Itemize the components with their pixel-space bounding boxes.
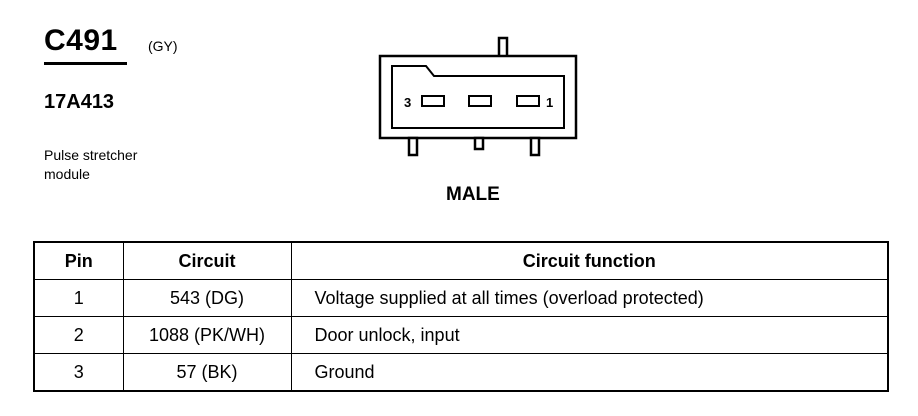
cell-pin: 3 — [33, 353, 124, 392]
connector-gender-label: MALE — [446, 184, 500, 205]
table-row: 2 1088 (PK/WH) Door unlock, input — [33, 316, 889, 354]
pin-terminal-1 — [516, 95, 540, 107]
bottom-leg-middle — [473, 136, 485, 151]
header-circuit: Circuit — [122, 241, 292, 280]
cell-circuit-function: Door unlock, input — [290, 316, 889, 354]
connector-color-code: (GY) — [148, 38, 178, 54]
pin-circuit-table: Pin Circuit Circuit function 1 543 (DG) … — [33, 241, 889, 392]
pin-terminal-2 — [468, 95, 492, 107]
cell-circuit: 1088 (PK/WH) — [122, 316, 292, 354]
component-description: Pulse stretcher module — [44, 146, 204, 184]
part-number: 17A413 — [44, 91, 115, 113]
cell-pin: 2 — [33, 316, 124, 354]
table-row: 3 57 (BK) Ground — [33, 353, 889, 392]
cell-circuit: 57 (BK) — [122, 353, 292, 392]
cell-pin: 1 — [33, 279, 124, 317]
pin-label-left: 3 — [404, 95, 411, 110]
connector-face-diagram: 3 1 — [378, 36, 578, 157]
header-circuit-function: Circuit function — [290, 241, 889, 280]
bottom-leg-right — [529, 136, 541, 157]
pin-terminal-3 — [421, 95, 445, 107]
cell-circuit: 543 (DG) — [122, 279, 292, 317]
table-header-row: Pin Circuit Circuit function — [33, 241, 889, 280]
connector-id: C491 — [44, 24, 118, 57]
pin-label-right: 1 — [546, 95, 553, 110]
header-pin: Pin — [33, 241, 124, 280]
cell-circuit-function: Voltage supplied at all times (overload … — [290, 279, 889, 317]
bottom-leg-left — [407, 136, 419, 157]
description-line-1: Pulse stretcher — [44, 147, 138, 163]
description-line-2: module — [44, 166, 90, 182]
cell-circuit-function: Ground — [290, 353, 889, 392]
table-row: 1 543 (DG) Voltage supplied at all times… — [33, 279, 889, 317]
connector-id-underline — [44, 62, 127, 65]
